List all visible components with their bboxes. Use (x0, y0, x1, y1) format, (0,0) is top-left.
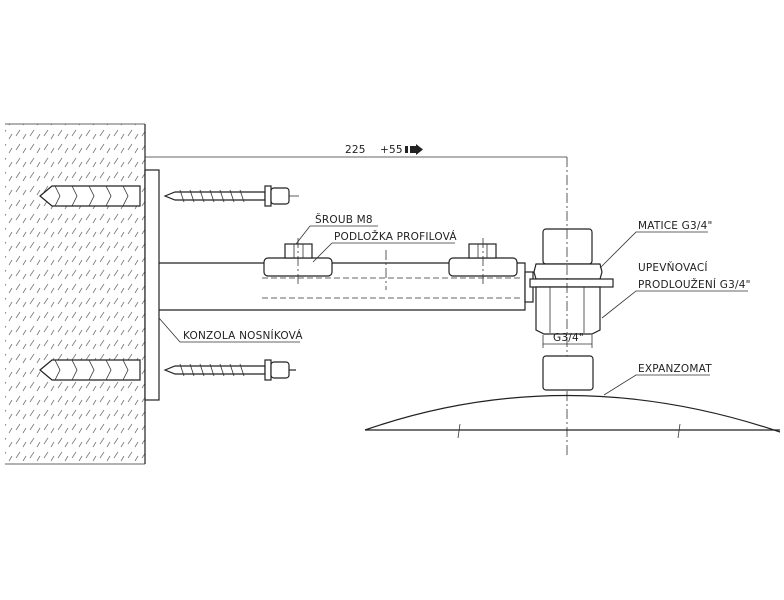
label-nut: MATICE G3/4" (638, 220, 713, 232)
dimension-extra-value: +55 (380, 144, 403, 156)
wall (5, 123, 146, 465)
bracket-arm (159, 238, 534, 311)
thread-label: G3/4" (553, 332, 584, 344)
leader-lines (158, 225, 748, 396)
dimension-main-value: 225 (345, 144, 366, 156)
arrow-right-icon (405, 144, 423, 155)
label-extension-1: UPEVŇOVACÍ (638, 261, 708, 274)
dimension-main: 225 +55 (145, 144, 567, 158)
anchor-bottom (39, 359, 296, 381)
anchor-top (39, 185, 300, 207)
nut-assembly (529, 228, 614, 335)
label-vessel: EXPANZOMAT (638, 363, 712, 375)
label-bracket: KONZOLA NOSNÍKOVÁ (183, 329, 303, 342)
bracket-plate (144, 169, 160, 401)
label-extension-2: PRODLOUŽENÍ G3/4" (638, 278, 751, 291)
expansion-vessel (364, 355, 781, 439)
dimension-thread: G3/4" (542, 332, 593, 348)
label-screw: ŠROUB M8 (315, 213, 373, 226)
label-washer: PODLOŽKA PROFILOVÁ (334, 230, 457, 243)
